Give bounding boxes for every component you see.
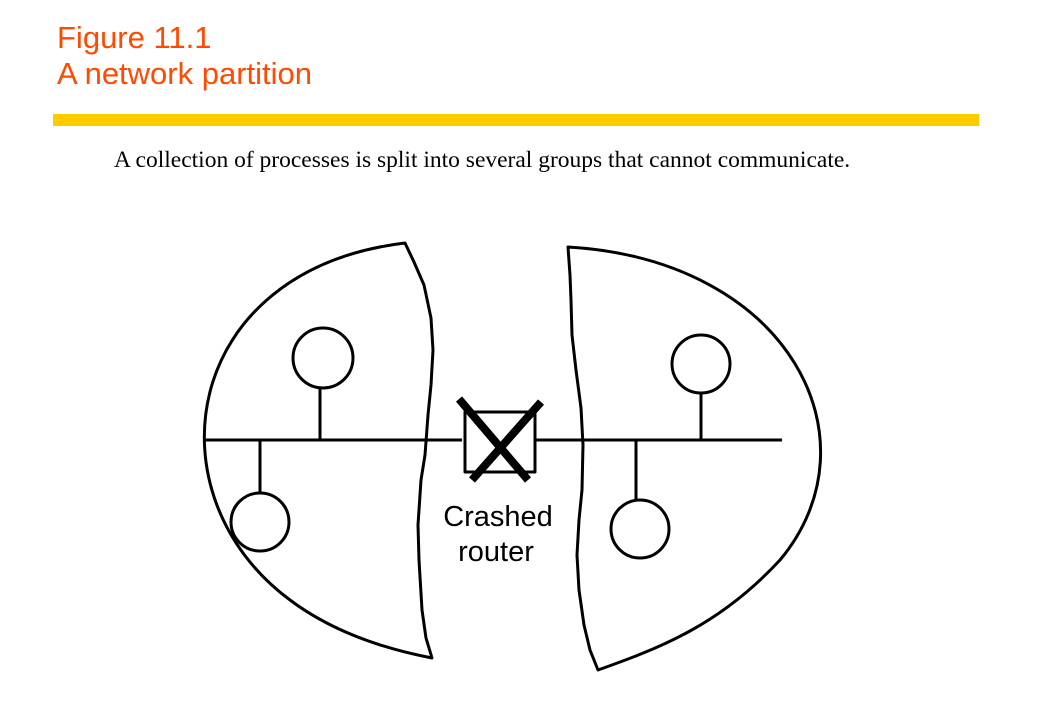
crashed-cross-icon [455,396,544,483]
figure-caption: A collection of processes is split into … [114,147,851,173]
right-partition-group [566,245,823,672]
left-partition-group [202,241,435,660]
figure-title: Figure 11.1 A network partition [57,20,312,92]
router-label-line1: Crashed [443,501,553,533]
left-top-process [291,326,355,390]
router-label-line2: router [458,536,534,568]
figure-name: A network partition [57,56,313,91]
left-bottom-process [229,491,291,553]
title-rule [53,114,979,126]
figure-number: Figure 11.1 [57,20,212,55]
right-top-process [670,333,732,395]
right-bottom-process [609,498,671,560]
router-box [463,410,537,474]
